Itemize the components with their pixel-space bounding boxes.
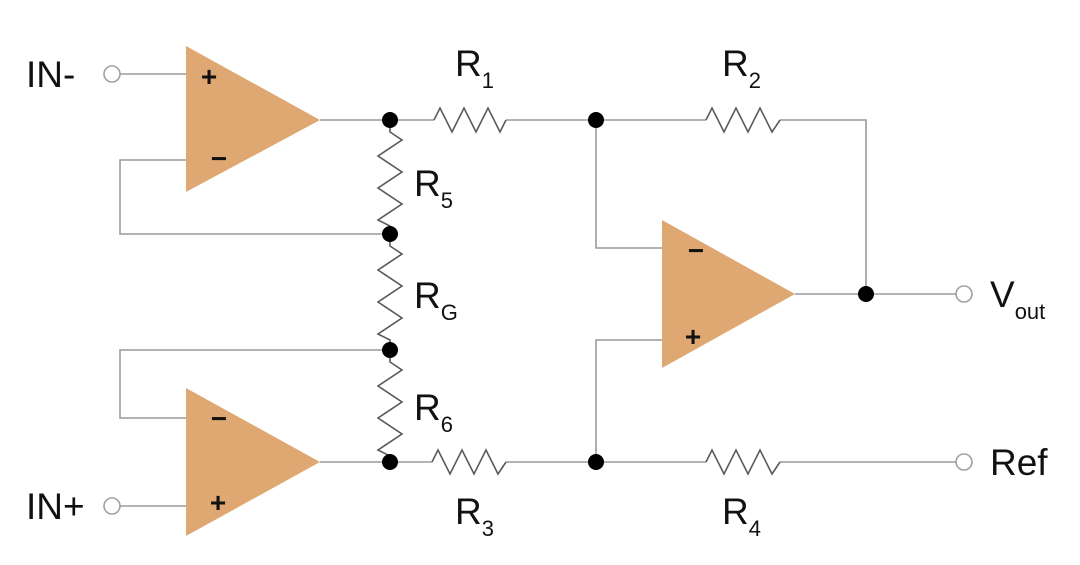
terminal-in-minus xyxy=(103,65,121,83)
label-rg: RG xyxy=(414,275,458,325)
opamp-top-body xyxy=(186,46,320,192)
resistor-r2 xyxy=(705,106,781,134)
label-r1: R1 xyxy=(455,43,494,93)
opamp-output: − + xyxy=(662,220,795,368)
resistor-r3 xyxy=(431,448,507,476)
resistor-r6 xyxy=(376,350,404,462)
label-r5: R5 xyxy=(414,163,453,213)
opamp-output-plus: + xyxy=(685,321,701,352)
wire-to-out-plus xyxy=(595,339,662,462)
wire-to-out-minus xyxy=(595,120,662,249)
node-bottom-out xyxy=(382,454,398,470)
wire-top-feedback xyxy=(119,159,390,235)
label-in-plus: IN+ xyxy=(26,486,85,527)
opamp-top-minus: − xyxy=(211,143,227,174)
wire-r2-feedback xyxy=(780,119,867,294)
resistor-rg xyxy=(376,234,404,350)
labels: IN- IN+ Vout Ref R1 R2 R3 R4 R5 RG R6 xyxy=(26,43,1048,541)
junction-nodes xyxy=(382,112,874,470)
opamp-output-minus: − xyxy=(688,235,704,266)
node-top-out xyxy=(382,112,398,128)
node-rg-r6 xyxy=(382,342,398,358)
node-r3-r4 xyxy=(588,454,604,470)
opamp-top-plus: + xyxy=(201,61,217,92)
resistor-r1 xyxy=(433,106,507,134)
resistor-symbols xyxy=(376,106,781,476)
label-r4: R4 xyxy=(722,491,761,541)
resistor-r5 xyxy=(376,120,404,234)
terminals xyxy=(103,65,973,515)
label-vout: Vout xyxy=(990,274,1045,324)
terminal-ref xyxy=(955,453,973,471)
opamp-bottom-body xyxy=(186,388,320,536)
opamp-output-body xyxy=(662,220,795,368)
terminal-in-plus xyxy=(103,497,121,515)
node-r5-rg xyxy=(382,226,398,242)
label-r2: R2 xyxy=(722,43,761,93)
resistor-r4 xyxy=(705,448,781,476)
node-vout xyxy=(858,286,874,302)
label-ref: Ref xyxy=(990,442,1048,483)
opamp-bottom: − + xyxy=(186,388,320,536)
label-in-minus: IN- xyxy=(26,54,75,95)
wire-bottom-feedback xyxy=(119,349,390,419)
label-r6: R6 xyxy=(414,387,453,437)
node-r1-r2 xyxy=(588,112,604,128)
terminal-vout xyxy=(955,285,973,303)
opamp-top: + − xyxy=(186,46,320,192)
opamp-bottom-plus: + xyxy=(210,487,226,518)
label-r3: R3 xyxy=(455,491,494,541)
opamp-bottom-minus: − xyxy=(211,403,227,434)
